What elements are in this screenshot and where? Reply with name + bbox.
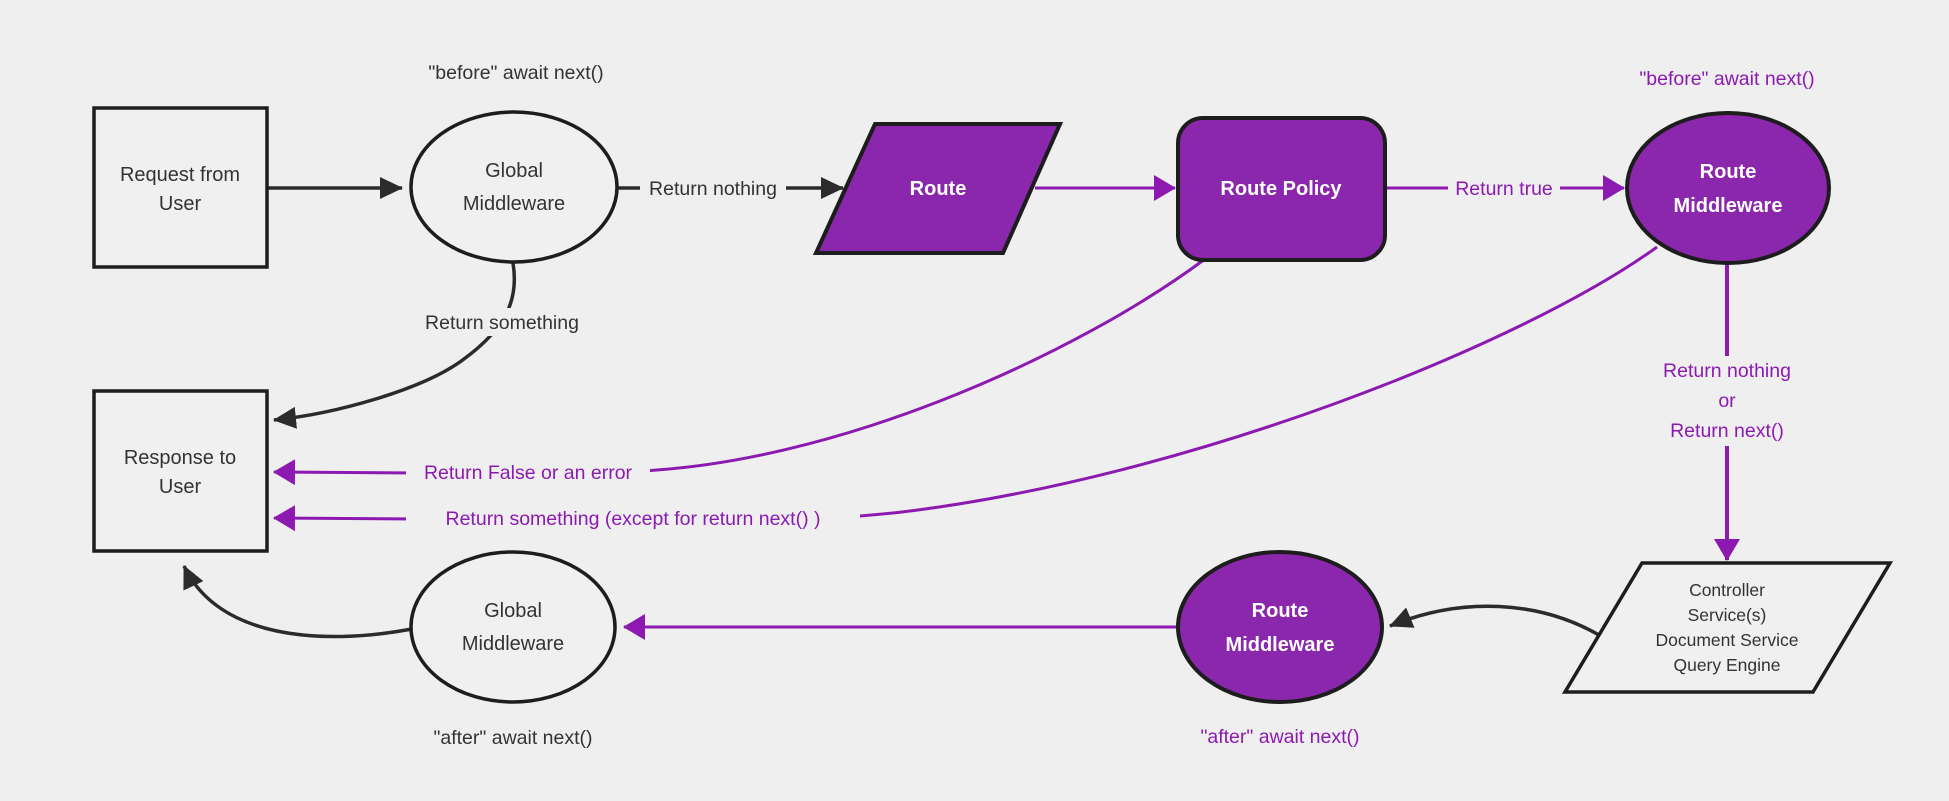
controller-services-node: [1561, 561, 1894, 694]
label-bg-return-false: [406, 458, 650, 486]
route-middleware-bottom-label-line2: Middleware: [1226, 634, 1335, 656]
label-bg-return-true: [1448, 174, 1560, 202]
route-middleware-bottom-node: [1176, 550, 1384, 704]
global-middleware-bottom-label-line2: Middleware: [462, 633, 564, 655]
global-middleware-bottom-label-line1: Global: [484, 600, 542, 622]
label-before-await-top: "before" await next(): [428, 62, 603, 84]
edge-global-middleware-bottom-to-response: [182, 565, 413, 639]
response-to-user-node: [92, 389, 269, 553]
label-return-something-except: Return something (except for return next…: [446, 508, 821, 530]
global-middleware-top-node: [409, 110, 619, 264]
label-before-await-right: "before" await next(): [1639, 68, 1814, 90]
route-policy-node: [1176, 116, 1387, 262]
label-bg-return-something-except: [406, 504, 860, 532]
request-from-user-label-line2: User: [159, 193, 202, 215]
route-label: Route: [910, 178, 967, 200]
label-bg-return-something: [406, 308, 598, 336]
edge-route-policy-return-false: [273, 257, 1206, 486]
global-middleware-bottom-node: [409, 550, 617, 704]
label-return-true: Return true: [1455, 178, 1553, 200]
route-policy-label: Route Policy: [1220, 178, 1342, 200]
request-from-user-node: [92, 106, 269, 269]
controller-label-line1: Controller: [1689, 580, 1765, 600]
label-after-await-left: "after" await next(): [433, 727, 592, 749]
response-to-user-label-line2: User: [159, 476, 202, 498]
route-middleware-bottom-label-line1: Route: [1252, 600, 1309, 622]
route-middleware-top-node: [1625, 111, 1831, 265]
global-middleware-top-label-line2: Middleware: [463, 193, 565, 215]
label-bg-return-nothing: [640, 174, 786, 202]
request-from-user-label-line1: Request from: [120, 164, 240, 186]
controller-label-line2: Service(s): [1688, 605, 1767, 625]
response-to-user-label-line1: Response to: [124, 447, 236, 469]
label-return-nothing-or-line3: Return next(): [1670, 420, 1784, 442]
edge-global-middleware-return-something: [273, 262, 517, 429]
label-return-false: Return False or an error: [424, 462, 633, 484]
route-middleware-top-label-line2: Middleware: [1674, 195, 1783, 217]
route-middleware-top-label-line1: Route: [1700, 161, 1757, 183]
label-return-nothing-or-line2: or: [1718, 390, 1736, 412]
label-return-something: Return something: [425, 312, 579, 334]
controller-label-line4: Query Engine: [1673, 655, 1780, 675]
edge-controller-to-route-middleware-bottom: [1389, 604, 1605, 640]
route-node: [812, 122, 1064, 255]
label-after-await-right: "after" await next(): [1200, 726, 1359, 748]
label-bg-return-nothing-or: [1647, 356, 1807, 446]
global-middleware-top-label-line1: Global: [485, 160, 543, 182]
controller-label-line3: Document Service: [1656, 630, 1799, 650]
label-return-nothing: Return nothing: [649, 178, 777, 200]
label-return-nothing-or-line1: Return nothing: [1663, 360, 1791, 382]
